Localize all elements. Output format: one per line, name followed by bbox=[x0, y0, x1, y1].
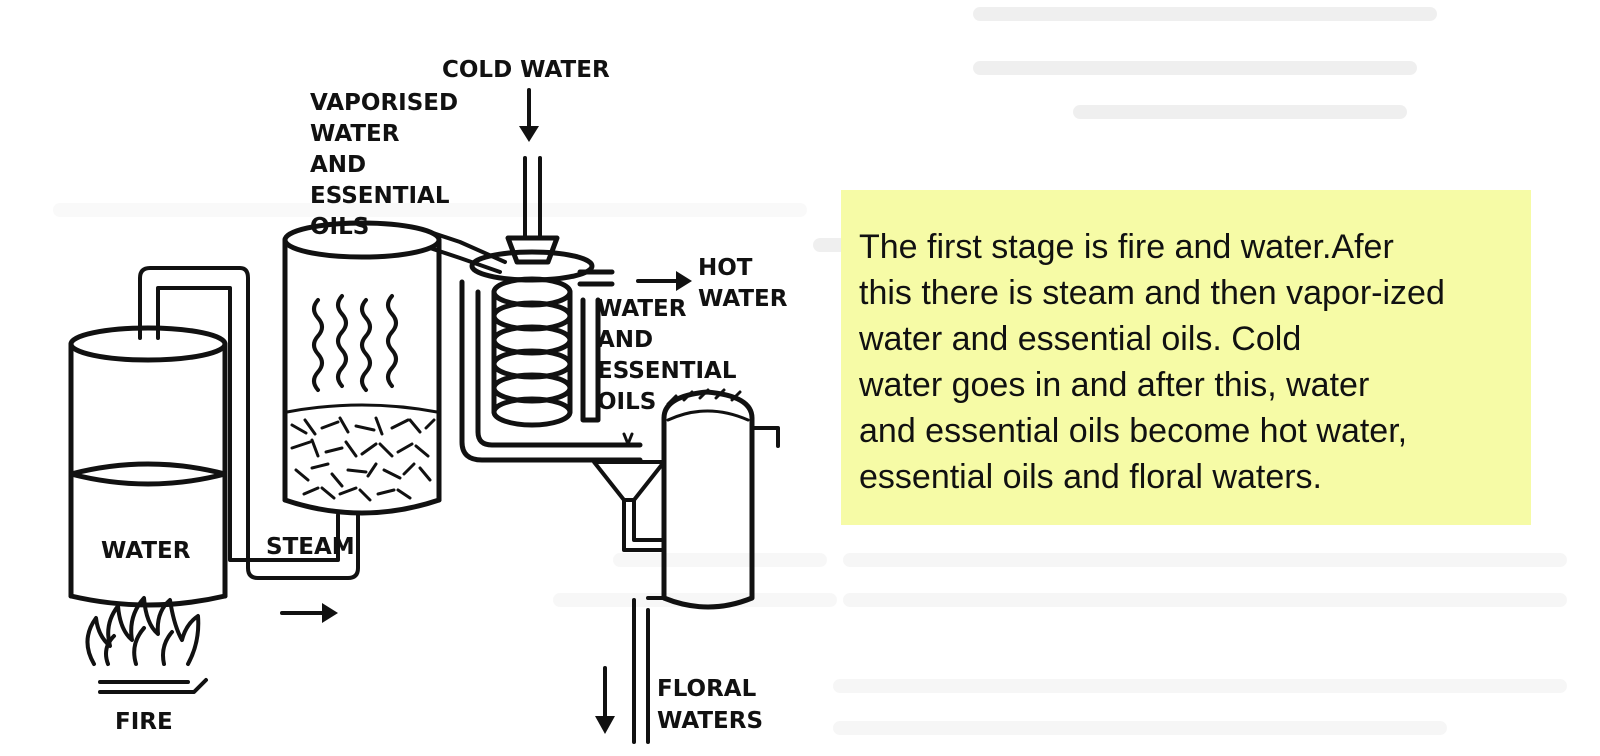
explanation-line-5: and essential oils become hot water, bbox=[859, 412, 1408, 450]
fire bbox=[85, 596, 208, 694]
vaporised-label-line-4: ESSENTIAL bbox=[310, 183, 450, 209]
vaporised-label-line-2: WATER bbox=[310, 121, 400, 147]
water-oils-label-line-3: ESSENTIAL bbox=[597, 358, 737, 384]
condenser bbox=[459, 235, 643, 463]
explanation-line-6: essential oils and floral waters. bbox=[859, 458, 1323, 496]
cold-water-pipe bbox=[523, 156, 542, 240]
explanation-box: The first stage is fire and water.Afer t… bbox=[841, 190, 1531, 525]
steam-pipe bbox=[138, 266, 360, 580]
water-tank bbox=[68, 325, 228, 608]
cold-water-arrow bbox=[519, 88, 539, 142]
steam-label: STEAM bbox=[266, 534, 355, 560]
water-oils-label-line-4: OILS bbox=[597, 389, 656, 415]
funnel-and-outlet bbox=[592, 432, 666, 744]
vaporised-label-line-5: OILS bbox=[310, 214, 369, 240]
fire-label: FIRE bbox=[115, 709, 173, 735]
separator-vessel bbox=[661, 388, 780, 610]
floral-waters-label-line-1: FLORAL bbox=[657, 676, 757, 702]
hot-water-label-line-1: HOT bbox=[698, 255, 753, 281]
steam-direction-arrow bbox=[280, 603, 338, 623]
water-label: WATER bbox=[101, 538, 191, 564]
still-vessel bbox=[282, 220, 442, 516]
cold-water-label: COLD WATER bbox=[442, 57, 610, 83]
water-oils-label-line-2: AND bbox=[597, 327, 653, 353]
distillation-diagram: COLD WATER VAPORISED WATER AND ESSENTIAL… bbox=[68, 57, 788, 744]
hot-water-label-line-2: WATER bbox=[698, 286, 788, 312]
floral-waters-label-line-2: WATERS bbox=[657, 708, 763, 734]
water-oils-label-line-1: WATER bbox=[597, 296, 687, 322]
floral-waters-arrow bbox=[595, 666, 615, 734]
explanation-line-3: water and essential oils. Cold bbox=[859, 320, 1302, 358]
explanation-line-4: water goes in and after this, water bbox=[859, 366, 1370, 404]
explanation-line-2: this there is steam and then vapor-ized bbox=[859, 274, 1445, 312]
vapour-wavy-lines bbox=[312, 294, 398, 392]
vaporised-label-line-3: AND bbox=[310, 152, 366, 178]
explanation-line-1: The first stage is fire and water.Afer bbox=[859, 228, 1394, 266]
vaporised-label-line-1: VAPORISED bbox=[310, 90, 458, 116]
plant-material bbox=[285, 403, 439, 502]
hot-water-arrow bbox=[636, 271, 692, 291]
